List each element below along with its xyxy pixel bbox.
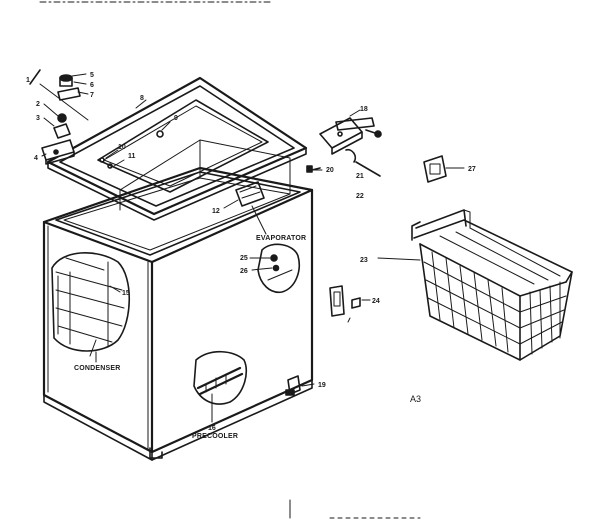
callout-26: 26: [240, 268, 248, 275]
control-knob: [423, 155, 447, 183]
callout-7: 7: [90, 92, 94, 99]
leveling-foot: [285, 375, 301, 396]
callout-9: 9: [174, 115, 178, 122]
cabinet: [42, 139, 314, 461]
condenser-cutaway: [51, 252, 131, 357]
callout-4: 4: [34, 155, 38, 162]
callout-5: 5: [90, 72, 94, 79]
callout-16: 16: [208, 425, 216, 432]
callout-labels: 1 2 3 4 5 6 7 8 9 10 11 12 15 16 18 19 2…: [26, 72, 476, 432]
callout-1: 1: [26, 77, 30, 84]
callout-20: 20: [326, 167, 334, 174]
callout-3: 3: [36, 115, 40, 122]
callout-21: 21: [356, 173, 364, 180]
evaporator-bracket: [235, 181, 267, 235]
basket-support-hardware: [306, 117, 382, 177]
callout-2: 2: [36, 101, 40, 108]
callout-15: 15: [122, 290, 130, 297]
callout-11: 11: [128, 153, 136, 160]
callout-23: 23: [360, 257, 368, 264]
wire-basket: [411, 209, 573, 361]
caption-evaporator: EVAPORATOR: [256, 235, 306, 242]
callout-12: 12: [212, 208, 220, 215]
caption-precooler: PRECOOLER: [192, 433, 238, 440]
figure-code: A3: [410, 394, 421, 404]
scan-artifact-bottom: [289, 499, 421, 519]
lid: [46, 76, 308, 221]
callout-6: 6: [90, 82, 94, 89]
callout-10: 10: [118, 144, 126, 151]
callout-18: 18: [360, 106, 368, 113]
callout-22: 22: [356, 193, 364, 200]
callout-27: 27: [468, 166, 476, 173]
callout-8: 8: [140, 95, 144, 102]
caption-condenser: CONDENSER: [74, 365, 121, 372]
callout-25: 25: [240, 255, 248, 262]
captions: CONDENSER EVAPORATOR PRECOOLER A3: [74, 235, 421, 440]
leader-lines: [41, 73, 465, 387]
control-part-24: [329, 285, 361, 323]
evaporator-cutaway: [257, 243, 300, 294]
hinge-assembly: [29, 69, 89, 165]
precooler-cutaway: [193, 350, 248, 423]
callout-24: 24: [372, 298, 380, 305]
callout-19: 19: [318, 382, 326, 389]
